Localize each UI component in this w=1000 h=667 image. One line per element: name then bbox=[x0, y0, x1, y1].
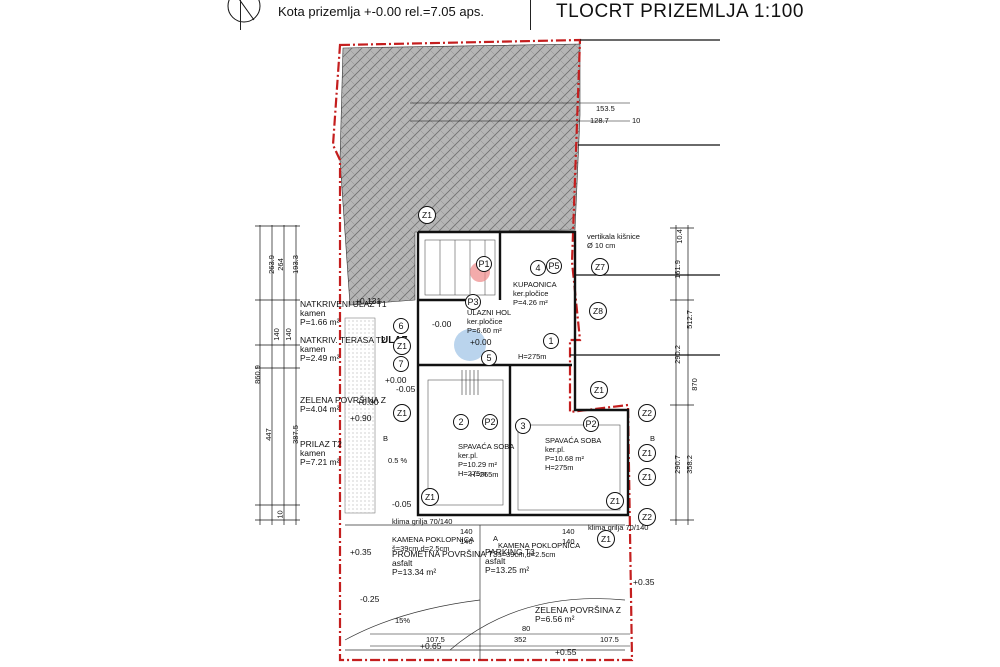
zone-marker: Z1 bbox=[418, 206, 436, 224]
dim-left: 447 bbox=[263, 428, 273, 441]
dim-left: 860.9 bbox=[252, 365, 262, 384]
window-marker: P2 bbox=[583, 416, 599, 432]
zone-marker: Z1 bbox=[638, 468, 656, 486]
zone-marker: Z8 bbox=[589, 302, 607, 320]
label-slope-2: 15% bbox=[395, 616, 411, 625]
zone-marker: Z1 bbox=[421, 488, 439, 506]
window-marker: P1 bbox=[476, 256, 492, 272]
section-a: A bbox=[493, 534, 499, 543]
drawing-title: TLOCRT PRIZEMLJA 1:100 bbox=[556, 1, 804, 22]
room-marker: 3 bbox=[515, 418, 531, 434]
zone-marker: Z1 bbox=[590, 381, 608, 399]
section-b-left: B bbox=[383, 434, 389, 443]
property-boundary bbox=[331, 38, 634, 662]
dim-top-2: 128.7 bbox=[590, 116, 609, 125]
room-marker: 2 bbox=[453, 414, 469, 430]
level-mark: -0.05 bbox=[392, 499, 412, 509]
room-marker: 6 bbox=[393, 318, 409, 334]
dim-top-3: 10 bbox=[632, 116, 641, 125]
window-dim: 140 bbox=[562, 537, 575, 546]
level-mark: +0.65 bbox=[420, 641, 442, 651]
level-mark: +0.90 bbox=[350, 413, 372, 423]
section-b-right: B bbox=[650, 434, 656, 443]
room-marker: 5 bbox=[481, 350, 497, 366]
label-klima-2: klima grilja 70/140 bbox=[588, 523, 649, 532]
level-mark: -0.05 bbox=[396, 384, 416, 394]
north-arrow-icon bbox=[227, 0, 261, 23]
zone-marker: Z1 bbox=[606, 492, 624, 510]
level-mark: +0.35 bbox=[350, 547, 372, 557]
dim-bottom: 80 bbox=[522, 624, 531, 633]
window-marker: P2 bbox=[482, 414, 498, 430]
label-zelena-bottom: ZELENA POVRŠINA Z P=6.56 m² bbox=[535, 605, 621, 624]
level-note: Kota prizemlja +-0.00 rel.=7.05 aps. bbox=[278, 4, 484, 19]
zone-marker: Z1 bbox=[638, 444, 656, 462]
label-hall-height: H=275m bbox=[518, 352, 547, 361]
dim-left: 140 bbox=[283, 328, 293, 341]
dim-left: 140 bbox=[271, 328, 281, 341]
level-mark: +0.00 bbox=[357, 397, 379, 407]
dim-right: 870 bbox=[689, 378, 699, 391]
dim-right: 10.4 bbox=[674, 229, 684, 244]
label-prometna: PROMETNA POVRŠINA T3 asfalt P=13.34 m² bbox=[392, 549, 498, 577]
label-spavaca-2: SPAVAĆA SOBA ker.pl. P=10.68 m² H=275m bbox=[545, 436, 602, 472]
dim-right: 290.7 bbox=[672, 455, 682, 474]
label-hall-height-2: H=265m bbox=[470, 470, 499, 479]
level-mark: +0.55 bbox=[555, 647, 577, 657]
zone-marker: Z2 bbox=[638, 508, 656, 526]
level-mark: +0.00 bbox=[385, 375, 407, 385]
level-mark: +0.35 bbox=[633, 577, 655, 587]
room-marker: 4 bbox=[530, 260, 546, 276]
hatched-terrain bbox=[339, 43, 581, 306]
label-slope: 0.5 % bbox=[388, 456, 408, 465]
dim-left: 387.5 bbox=[290, 425, 300, 444]
label-zelena-povrsina-left: ZELENA POVRŠINA Z P=4.04 m² bbox=[300, 395, 386, 414]
dim-left: 263.9 bbox=[266, 255, 276, 274]
label-prilaz: PRILAZ T2 kamen P=7.21 m² bbox=[300, 439, 342, 467]
dim-left: 10 bbox=[275, 510, 285, 519]
level-mark: +0.00 bbox=[470, 337, 492, 347]
dim-bottom: 107.5 bbox=[600, 635, 619, 644]
label-hol: ULAZNI HOL ker.pločice P=6.60 m² bbox=[467, 308, 512, 335]
label-parking: PARKING T3 asfalt P=13.25 m² bbox=[485, 547, 535, 575]
dim-left: 193.3 bbox=[290, 255, 300, 274]
window-marker: P3 bbox=[465, 294, 481, 310]
dim-bottom: 107.5 bbox=[426, 635, 445, 644]
dim-right: 512.7 bbox=[684, 310, 694, 329]
zone-marker: Z1 bbox=[597, 530, 615, 548]
level-mark: -0.25 bbox=[360, 594, 380, 604]
zone-marker: Z2 bbox=[638, 404, 656, 422]
dim-right: 358.2 bbox=[684, 455, 694, 474]
window-marker: P5 bbox=[546, 258, 562, 274]
room-marker: 7 bbox=[393, 356, 409, 372]
window-dim: 140 bbox=[460, 527, 473, 536]
window-dim: 140 bbox=[562, 527, 575, 536]
level-mark: +0.131 bbox=[355, 296, 382, 306]
drawing-header: Kota prizemlja +-0.00 rel.=7.05 aps. TLO… bbox=[0, 0, 1000, 30]
dim-left: 264 bbox=[275, 258, 285, 271]
label-kupaonica: KUPAONICA ker.pločice P=4.26 m² bbox=[513, 280, 557, 307]
dim-bottom: 352 bbox=[514, 635, 527, 644]
dim-right: 161.9 bbox=[672, 260, 682, 279]
zone-marker: Z7 bbox=[591, 258, 609, 276]
zone-marker: Z1 bbox=[393, 404, 411, 422]
window-dim: 140 bbox=[460, 537, 473, 546]
label-natkriveni-ulaz: NATKRIVENI ULAZ T1 kamen P=1.66 m² bbox=[300, 299, 387, 327]
label-klima-1: klima grilja 70/140 bbox=[392, 517, 453, 526]
room-marker: 1 bbox=[543, 333, 559, 349]
zone-marker: Z1 bbox=[393, 337, 411, 355]
dim-right: 290.2 bbox=[672, 345, 682, 364]
label-natkriv-terasa: NATKRIV. TERASA T2 kamen P=2.49 m² bbox=[300, 335, 386, 363]
label-spavaca-1: SPAVAĆA SOBA ker.pl. P=10.29 m² H=275m bbox=[458, 442, 515, 478]
level-mark: -0.00 bbox=[432, 319, 452, 329]
dim-top-1: 153.5 bbox=[596, 104, 615, 113]
